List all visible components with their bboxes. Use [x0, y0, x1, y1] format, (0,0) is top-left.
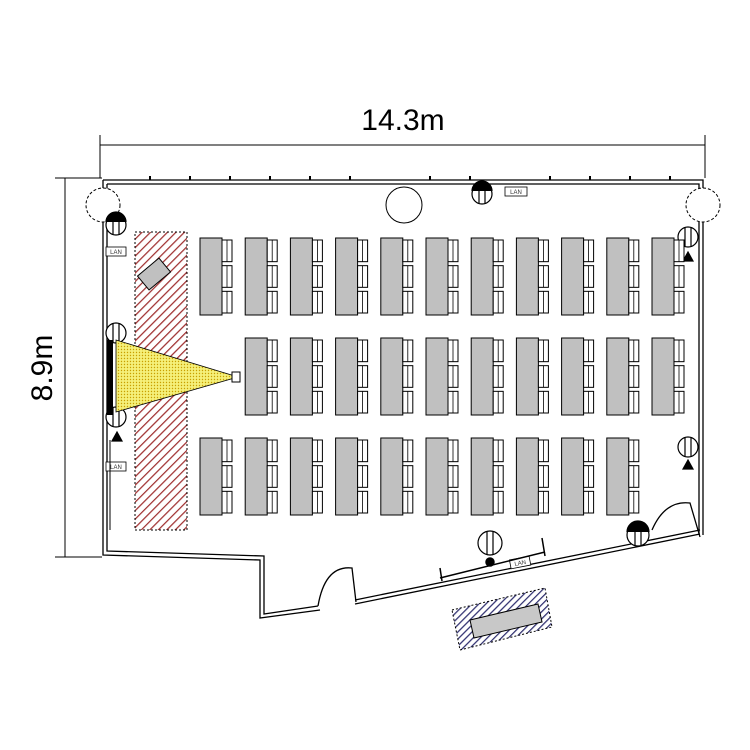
desk: [651, 237, 685, 316]
desk: [380, 337, 414, 416]
storage-cabinet: [451, 587, 553, 651]
desk: [244, 437, 278, 516]
width-label: 14.3m: [361, 104, 444, 137]
desk: [606, 237, 640, 316]
desk: [425, 237, 459, 316]
desk: [425, 337, 459, 416]
speaker-icon: [677, 436, 699, 458]
desk: [289, 237, 323, 316]
desk: [561, 337, 595, 416]
speakers: [105, 180, 699, 556]
desk: [515, 237, 549, 316]
desk: [606, 437, 640, 516]
desk: [335, 437, 369, 516]
desk: [470, 437, 504, 516]
projection-screen: [107, 340, 113, 415]
lectern: [136, 257, 172, 291]
svg-text:LAN: LAN: [110, 250, 122, 256]
desk: [425, 437, 459, 516]
desk: [289, 337, 323, 416]
desk: [380, 237, 414, 316]
speaker-icon: [477, 530, 503, 556]
desk: [651, 337, 685, 416]
svg-text:LAN: LAN: [514, 560, 527, 568]
svg-text:LAN: LAN: [510, 190, 522, 196]
lan-port: LAN: [105, 246, 127, 257]
desk: [380, 437, 414, 516]
desk-layout: [199, 237, 685, 516]
pillars: [85, 186, 721, 224]
lan-port: LAN: [504, 186, 528, 197]
desk: [470, 237, 504, 316]
speaker-icon: [471, 180, 493, 205]
desk: [199, 437, 233, 516]
desk: [515, 337, 549, 416]
desk: [335, 237, 369, 316]
desk: [335, 337, 369, 416]
desk: [606, 337, 640, 416]
depth-label: 8.9m: [26, 335, 59, 402]
width-dimension: [99, 135, 706, 178]
desk: [561, 437, 595, 516]
projector: [231, 371, 241, 383]
desk: [244, 337, 278, 416]
svg-text:LAN: LAN: [110, 465, 122, 471]
desk: [244, 237, 278, 316]
equipment-rack: [439, 537, 546, 582]
desk: [199, 237, 233, 316]
desk: [515, 437, 549, 516]
speaker-icon: [626, 520, 650, 547]
desk: [470, 337, 504, 416]
pillar: [685, 187, 721, 223]
depth-dimension: [55, 177, 102, 558]
lan-port: LAN: [105, 461, 127, 472]
projection-beam: [115, 339, 240, 413]
room-walls: [102, 176, 704, 619]
desk: [561, 237, 595, 316]
speaker-icon: [105, 211, 127, 236]
desk: [289, 437, 323, 516]
pillar: [385, 186, 423, 224]
